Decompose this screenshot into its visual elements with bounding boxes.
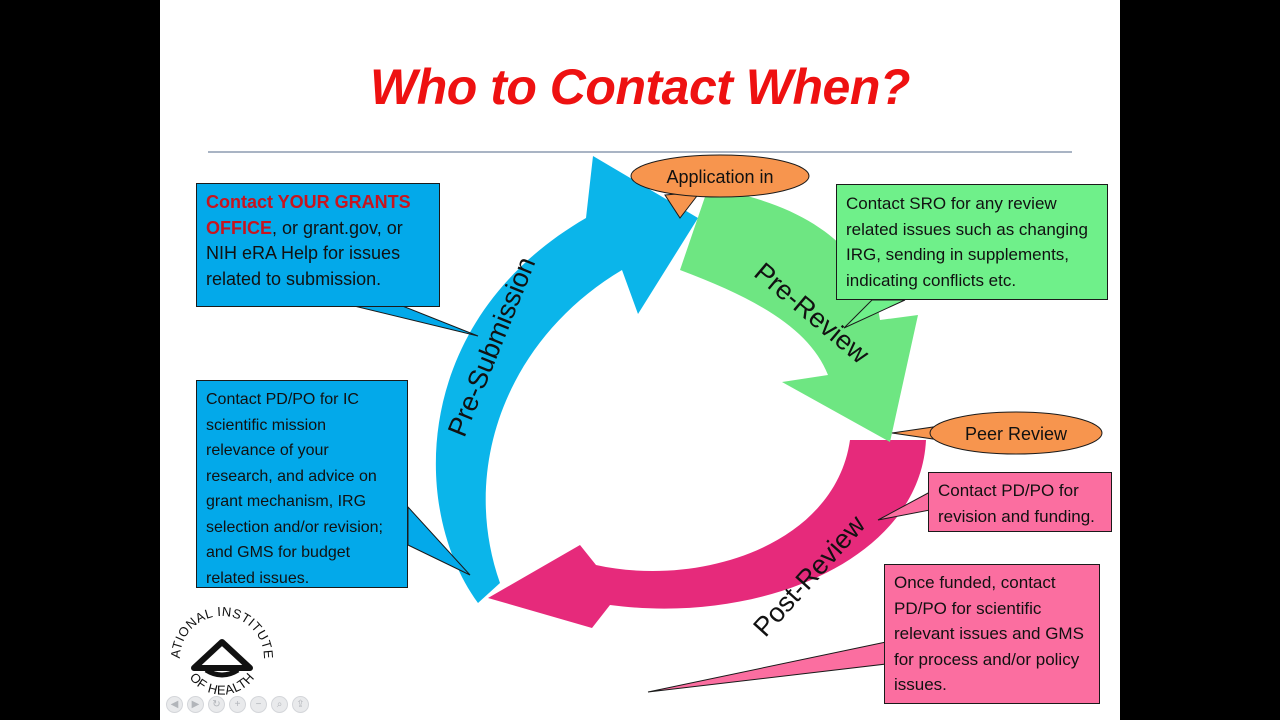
grants-office-emphasis: Contact YOUR GRANTS OFFICE [206,192,411,238]
application-in-label: Application in [666,167,773,187]
funded-callout-tail [647,641,887,693]
sro-callout-tail [843,299,906,329]
cycle-diagram: Pre-Submission Pre-Review Post-Review Ap… [349,154,1103,693]
forward-icon[interactable]: ▶ [187,696,204,713]
title-divider [208,151,1072,153]
pdpo-revision-callout: Contact PD/PO for revision and funding. [928,472,1112,532]
grants-office-text: , or grant.gov, or NIH eRA Help for issu… [206,217,403,289]
nih-emblem-icon [191,639,253,678]
post-review-arrow [488,440,926,628]
pdpo-mission-callout-tail [407,505,471,576]
share-icon[interactable]: ⇪ [292,696,309,713]
funded-callout: Once funded, contact PD/PO for scientifi… [884,564,1100,704]
zoom-out-icon[interactable]: − [250,696,267,713]
slide-title: Who to Contact When? [370,59,910,115]
pre-review-arrow [680,188,918,442]
peer-review-label: Peer Review [965,424,1068,444]
sro-callout: Contact SRO for any review related issue… [836,184,1108,300]
grants-office-callout-tail [349,304,479,337]
nih-logo-arc-top: NATIONAL INSTITUTES [166,600,276,660]
back-icon[interactable]: ◀ [166,696,183,713]
application-in-bubble [630,154,810,198]
svg-text:NATIONAL INSTITUTES: NATIONAL INSTITUTES [166,600,276,660]
grants-office-callout: Contact YOUR GRANTS OFFICE, or grant.gov… [196,183,440,307]
zoom-in-icon[interactable]: + [229,696,246,713]
peer-review-bubble [929,411,1103,455]
search-icon[interactable]: ⌕ [271,696,288,713]
viewer-toolbar: ◀ ▶ ↻ + − ⌕ ⇪ [166,696,309,713]
slide: Who to Contact When? Pre-Submission Pre-… [160,0,1120,720]
pdpo-mission-callout: Contact PD/PO for IC scientific mission … [196,380,408,588]
pre-submission-arrow [435,156,698,603]
nih-logo: NATIONAL INSTITUTES OF HEALTH [166,600,276,698]
refresh-icon[interactable]: ↻ [208,696,225,713]
